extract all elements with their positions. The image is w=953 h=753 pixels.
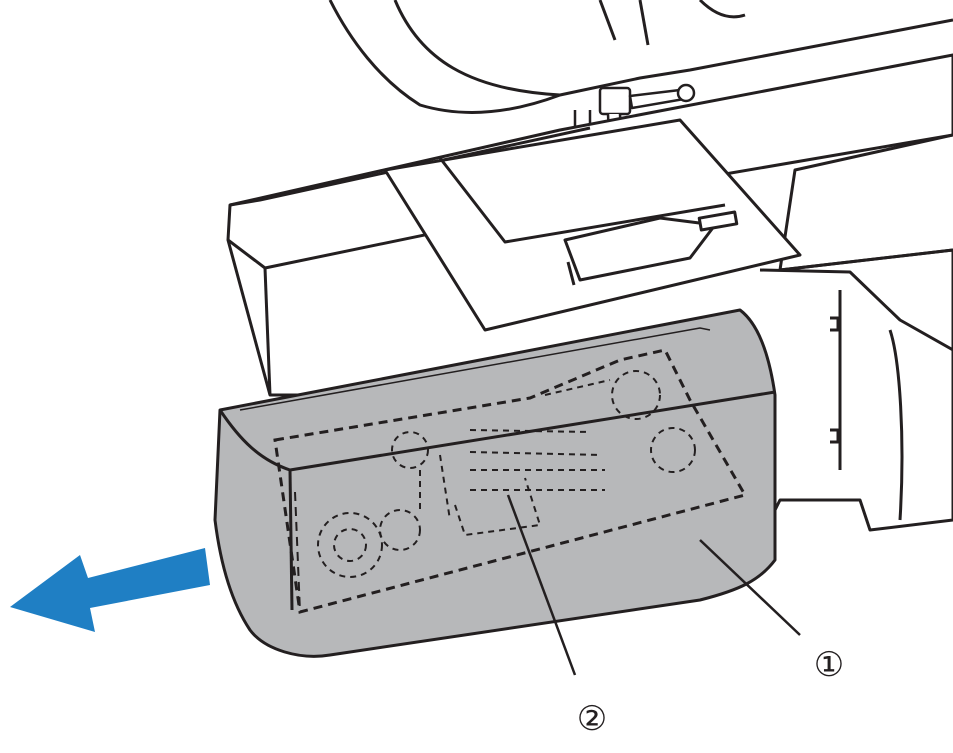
callout-2-label: ② <box>577 699 607 739</box>
left-arrow-icon <box>10 548 210 632</box>
callout-1-label: ① <box>814 645 844 685</box>
